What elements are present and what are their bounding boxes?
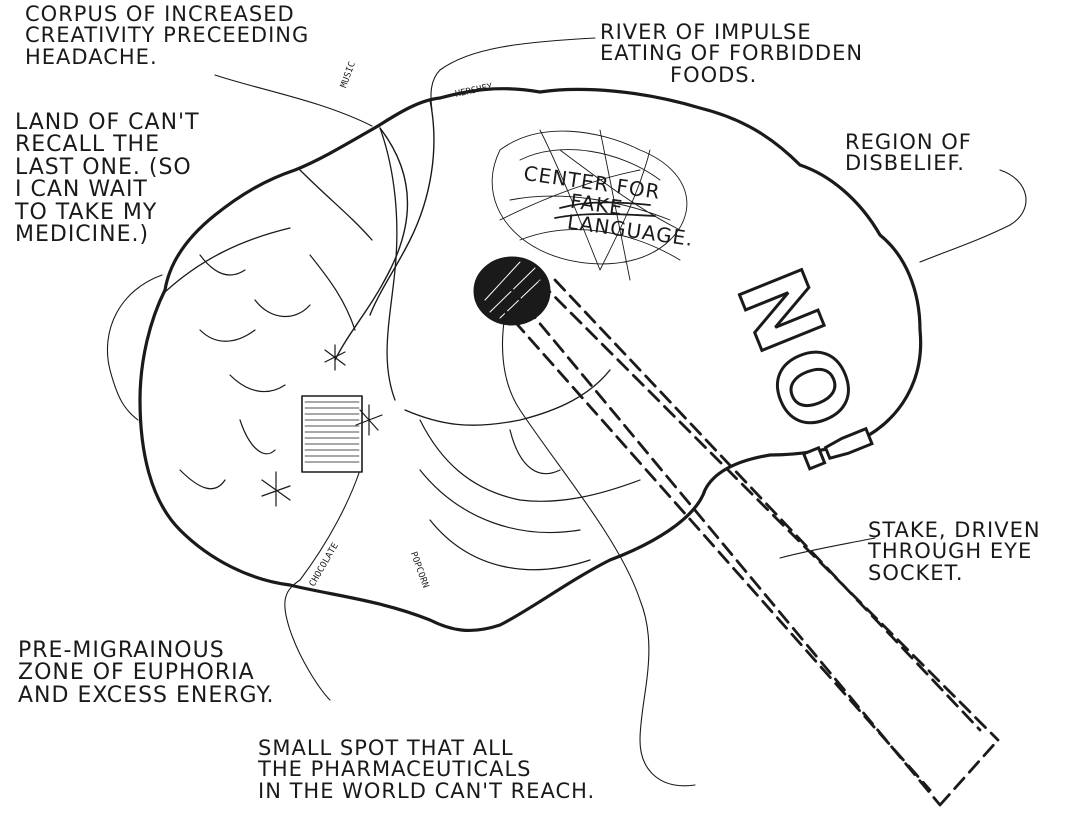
label-river-line-2: EATING OF FORBIDDEN [600, 43, 863, 64]
label-land-line-1: LAND OF CAN'T [15, 112, 200, 134]
label-stake-line-2: THROUGH EYE [868, 541, 1041, 562]
label-premigrainous: PRE-MIGRAINOUS ZONE OF EUPHORIA AND EXCE… [18, 640, 274, 707]
label-land-line-2: RECALL THE [15, 134, 200, 156]
label-small-spot-line-3: IN THE WORLD CAN'T REACH. [258, 781, 595, 802]
label-land-line-4: I CAN WAIT [15, 179, 200, 201]
label-corpus-line-3: HEADACHE. [25, 47, 309, 68]
label-premigrainous-line-3: AND EXCESS ENERGY. [18, 685, 274, 707]
label-small-spot-line-2: THE PHARMACEUTICALS [258, 759, 595, 780]
label-river-line-1: RIVER OF IMPULSE [600, 22, 863, 43]
label-stake-line-1: STAKE, DRIVEN [868, 520, 1041, 541]
label-region: REGION OF DISBELIEF. [845, 132, 972, 175]
label-land-line-6: MEDICINE.) [15, 224, 200, 246]
label-river: RIVER OF IMPULSE EATING OF FORBIDDEN FOO… [600, 22, 863, 86]
label-land: LAND OF CAN'T RECALL THE LAST ONE. (SO I… [15, 112, 200, 247]
leader-stake [780, 538, 875, 558]
cerebellum-lines [420, 420, 640, 570]
spool-icon [302, 396, 362, 472]
label-land-line-3: LAST ONE. (SO [15, 157, 200, 179]
label-region-line-2: DISBELIEF. [845, 153, 972, 174]
label-premigrainous-line-2: ZONE OF EUPHORIA [18, 662, 274, 684]
river-band [335, 100, 434, 360]
label-small-spot: SMALL SPOT THAT ALL THE PHARMACEUTICALS … [258, 738, 595, 802]
label-river-line-3: FOODS. [600, 65, 863, 86]
leader-region [920, 170, 1026, 262]
label-land-line-5: TO TAKE MY [15, 202, 200, 224]
label-stake: STAKE, DRIVEN THROUGH EYE SOCKET. [868, 520, 1041, 584]
label-region-line-1: REGION OF [845, 132, 972, 153]
label-corpus-line-2: CREATIVITY PRECEEDING [25, 25, 309, 46]
label-stake-line-3: SOCKET. [868, 563, 1041, 584]
label-corpus-line-1: CORPUS OF INCREASED [25, 4, 309, 25]
label-premigrainous-line-1: PRE-MIGRAINOUS [18, 640, 274, 662]
label-small-spot-line-1: SMALL SPOT THAT ALL [258, 738, 595, 759]
leader-land [107, 275, 162, 420]
label-corpus: CORPUS OF INCREASED CREATIVITY PRECEEDIN… [25, 4, 309, 68]
